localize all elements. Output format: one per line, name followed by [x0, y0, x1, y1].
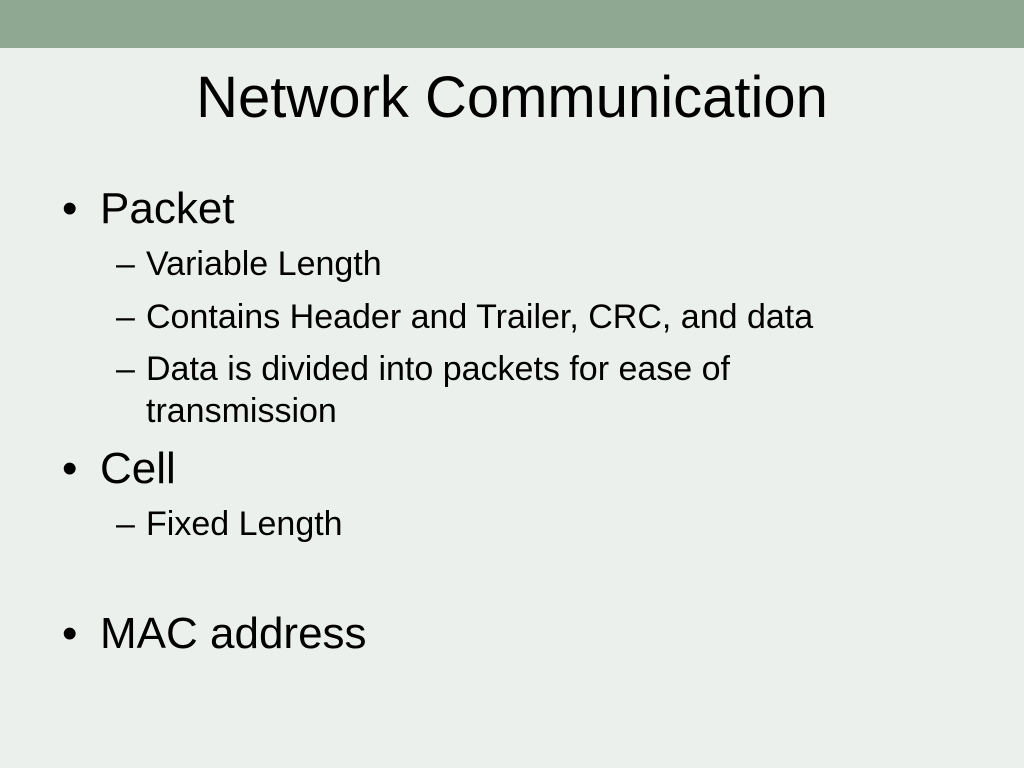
sub-bullet-text-line2: transmission: [146, 392, 337, 430]
sub-bullet-data-divided: –Data is divided into packets for ease o…: [116, 348, 730, 432]
sub-bullet-fixed-length: –Fixed Length: [116, 503, 343, 545]
dash-marker: –: [116, 245, 135, 283]
bullet-text: Cell: [100, 444, 176, 493]
sub-bullet-text: Fixed Length: [146, 505, 343, 543]
dash-marker: –: [116, 298, 135, 336]
sub-bullet-text-line1: Data is divided into packets for ease of: [146, 350, 730, 388]
sub-bullet-text: Variable Length: [146, 245, 382, 283]
bullet-text: MAC address: [100, 609, 367, 658]
bullet-mac-address: • MAC address: [62, 608, 367, 660]
bullet-packet: • Packet: [62, 183, 235, 235]
sub-bullet-contains-header: –Contains Header and Trailer, CRC, and d…: [116, 296, 813, 338]
bullet-text: Packet: [100, 184, 235, 233]
bullet-marker: •: [62, 184, 78, 233]
dash-marker: –: [116, 505, 135, 543]
bullet-marker: •: [62, 444, 78, 493]
sub-bullet-variable-length: –Variable Length: [116, 243, 382, 285]
sub-bullet-text: Contains Header and Trailer, CRC, and da…: [146, 298, 814, 336]
slide-title: Network Communication: [196, 65, 828, 130]
bullet-cell: • Cell: [62, 443, 176, 495]
dash-marker: –: [116, 350, 135, 388]
bullet-marker: •: [62, 609, 78, 658]
top-accent-band: [0, 0, 1024, 48]
